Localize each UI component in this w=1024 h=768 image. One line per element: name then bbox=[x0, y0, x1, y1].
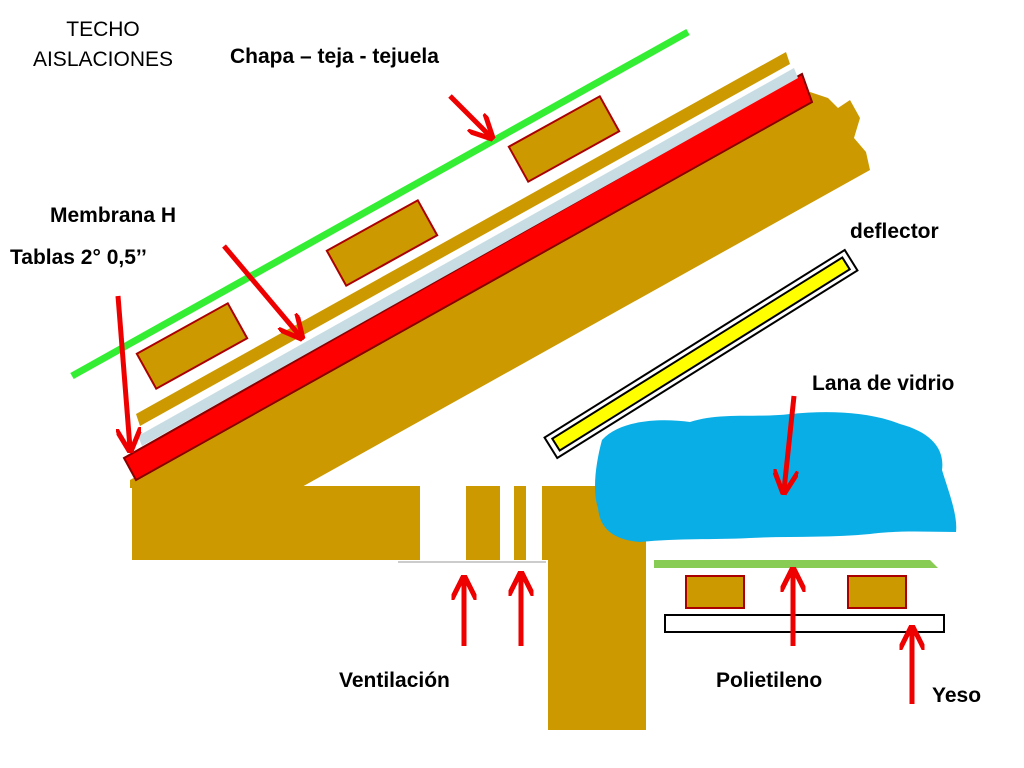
batten-1 bbox=[135, 301, 249, 391]
deflector-core bbox=[550, 256, 852, 452]
ventilation-gap-2 bbox=[500, 486, 514, 562]
label-chapa: Chapa – teja - tejuela bbox=[230, 45, 439, 68]
arrow-lana bbox=[784, 395, 794, 490]
sheet-layer bbox=[138, 68, 798, 446]
label-deflector: deflector bbox=[850, 220, 939, 243]
polyethylene-strip bbox=[654, 560, 938, 568]
ceiling-joist-1 bbox=[685, 575, 745, 609]
label-lana: Lana de vidrio bbox=[812, 372, 954, 395]
batten-2 bbox=[325, 198, 439, 288]
rafter-wood bbox=[130, 92, 870, 488]
ceiling-beam bbox=[132, 486, 598, 560]
roofing-line bbox=[70, 28, 690, 380]
ceiling-joist-2 bbox=[847, 575, 907, 609]
glass-wool bbox=[595, 412, 957, 542]
label-ventilacion: Ventilación bbox=[339, 669, 450, 692]
arrow-chapa bbox=[448, 94, 490, 136]
label-polietileno: Polietileno bbox=[716, 669, 822, 692]
label-tablas: Tablas 2° 0,5’’ bbox=[10, 246, 147, 269]
title-line-1: TECHO bbox=[66, 18, 140, 41]
ventilation-gap-1 bbox=[420, 486, 466, 562]
plaster-board bbox=[664, 614, 945, 633]
label-yeso: Yeso bbox=[932, 684, 981, 707]
arrow-membrana bbox=[222, 244, 300, 336]
title-line-2: AISLACIONES bbox=[33, 48, 173, 71]
label-membrana: Membrana H bbox=[50, 204, 176, 227]
ventilation-gap-3 bbox=[526, 486, 542, 562]
batten-3 bbox=[507, 94, 621, 184]
arrow-tablas bbox=[115, 295, 130, 448]
